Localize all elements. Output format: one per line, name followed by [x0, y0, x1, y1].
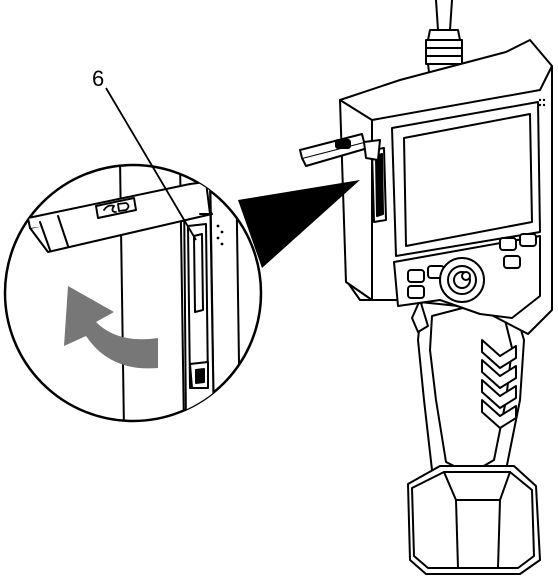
sd-card-icon — [95, 197, 137, 219]
joystick — [439, 257, 485, 303]
control-button — [499, 237, 517, 251]
control-button — [519, 233, 537, 247]
control-panel — [393, 233, 541, 319]
zoom-pointer-cone — [238, 180, 360, 268]
battery-pack — [407, 465, 541, 575]
control-button — [503, 255, 521, 269]
callout-leader-line — [105, 87, 197, 241]
sd-cover-flap-small — [299, 133, 381, 167]
callout-label: 6 — [92, 66, 104, 91]
control-button — [407, 269, 425, 283]
curved-arrow-icon — [64, 286, 158, 369]
grip-chevrons — [481, 339, 517, 429]
sd-cover-flap — [27, 181, 213, 253]
callout-6: 6 — [92, 66, 197, 241]
sd-card-slot — [187, 223, 209, 389]
inspection-camera-device — [299, 0, 553, 575]
control-button — [407, 285, 425, 299]
zoom-detail-circle — [3, 163, 263, 423]
display-screen — [391, 101, 541, 257]
handle — [411, 287, 525, 491]
